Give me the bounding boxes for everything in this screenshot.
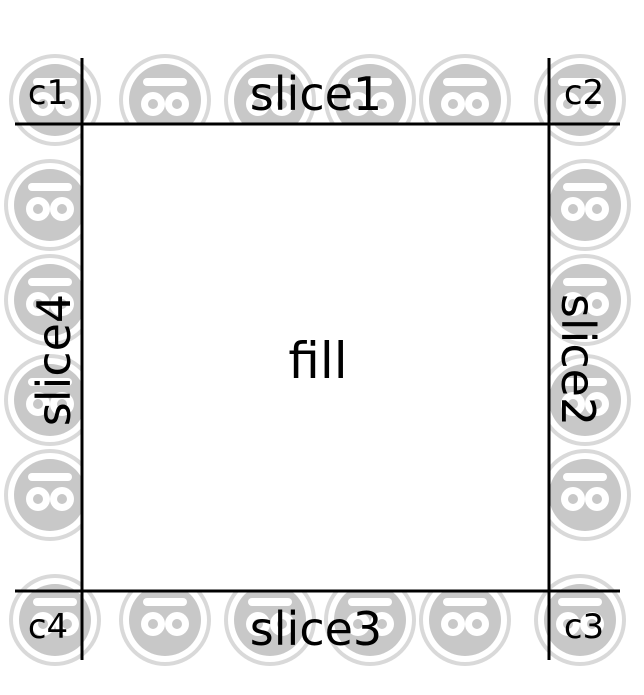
fill-label: fill: [288, 332, 347, 390]
corner-label-c2: c2: [564, 73, 604, 113]
slice-label-right: slice2: [551, 294, 605, 426]
slice-label-top: slice1: [250, 67, 382, 121]
fill-region: [82, 124, 549, 591]
corner-label-c3: c3: [564, 607, 604, 647]
slice-label-left: slice4: [27, 294, 81, 426]
slice-guides: [15, 58, 620, 660]
corner-label-c4: c4: [28, 607, 68, 647]
corner-label-c1: c1: [28, 73, 68, 113]
slice-label-bottom: slice3: [250, 602, 382, 656]
